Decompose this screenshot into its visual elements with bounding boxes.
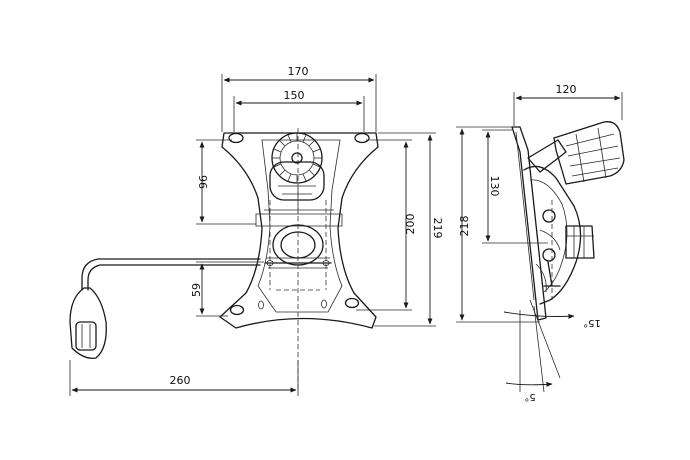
side-lever-stub (565, 225, 595, 259)
side-view: 120 130 218 15° 5° (456, 83, 625, 402)
mount-hole-bottom-right (344, 297, 360, 309)
dim-hole-span: 150 (233, 89, 365, 132)
mount-hole-top-left (228, 132, 244, 144)
dim-label-130: 130 (488, 176, 501, 197)
side-plate-edge (515, 131, 535, 301)
tension-knob (269, 132, 325, 201)
dim-label-200: 200 (404, 214, 417, 235)
dim-label-260: 260 (170, 374, 191, 387)
small-slot-left (258, 300, 264, 310)
dim-height-59: 59 (190, 261, 264, 317)
dim-height-200: 200 (356, 139, 417, 311)
side-pivot-upper (542, 209, 556, 223)
mount-hole-bottom-left (229, 304, 245, 316)
side-plate (511, 126, 547, 321)
side-link (543, 261, 561, 287)
dim-overall-width: 170 (221, 65, 377, 132)
dim-label-218: 218 (458, 216, 471, 237)
dim-label-150: 150 (284, 89, 305, 102)
gas-lift-boss (264, 224, 332, 269)
lever-handle-grip (75, 321, 97, 351)
knob-ridges (272, 133, 322, 183)
dim-label-96: 96 (196, 175, 209, 189)
dim-side-height-130: 130 (482, 129, 548, 244)
lever-handle (69, 287, 107, 359)
dim-label-59: 59 (190, 283, 203, 297)
dim-label-15: 15° (583, 317, 601, 328)
dim-height-219: 219 (374, 132, 444, 327)
dim-label-170: 170 (288, 65, 309, 78)
side-mechanism-housing (523, 165, 582, 305)
mount-hole-top-right (354, 132, 370, 144)
front-inner-contour (257, 139, 343, 313)
dim-side-height-218: 218 (456, 126, 540, 323)
dim-label-219: 219 (431, 218, 444, 239)
dim-lever-length: 260 (69, 360, 299, 396)
dim-height-96: 96 (196, 139, 256, 225)
front-hidden-lines (269, 188, 327, 291)
side-knob (527, 121, 625, 185)
release-lever (69, 258, 261, 359)
front-base-plate (219, 132, 379, 329)
dim-tilt-15: 15° (503, 299, 601, 392)
dim-side-width: 120 (513, 83, 623, 126)
small-slot-right (321, 299, 327, 309)
dim-tilt-5: 5° (505, 305, 553, 402)
dim-label-120: 120 (556, 83, 577, 96)
side-pivot-lower (542, 248, 556, 262)
upper-cross-plate (255, 209, 343, 227)
front-view: 170 150 96 59 200 (69, 65, 444, 396)
dim-label-5: 5° (524, 391, 535, 402)
